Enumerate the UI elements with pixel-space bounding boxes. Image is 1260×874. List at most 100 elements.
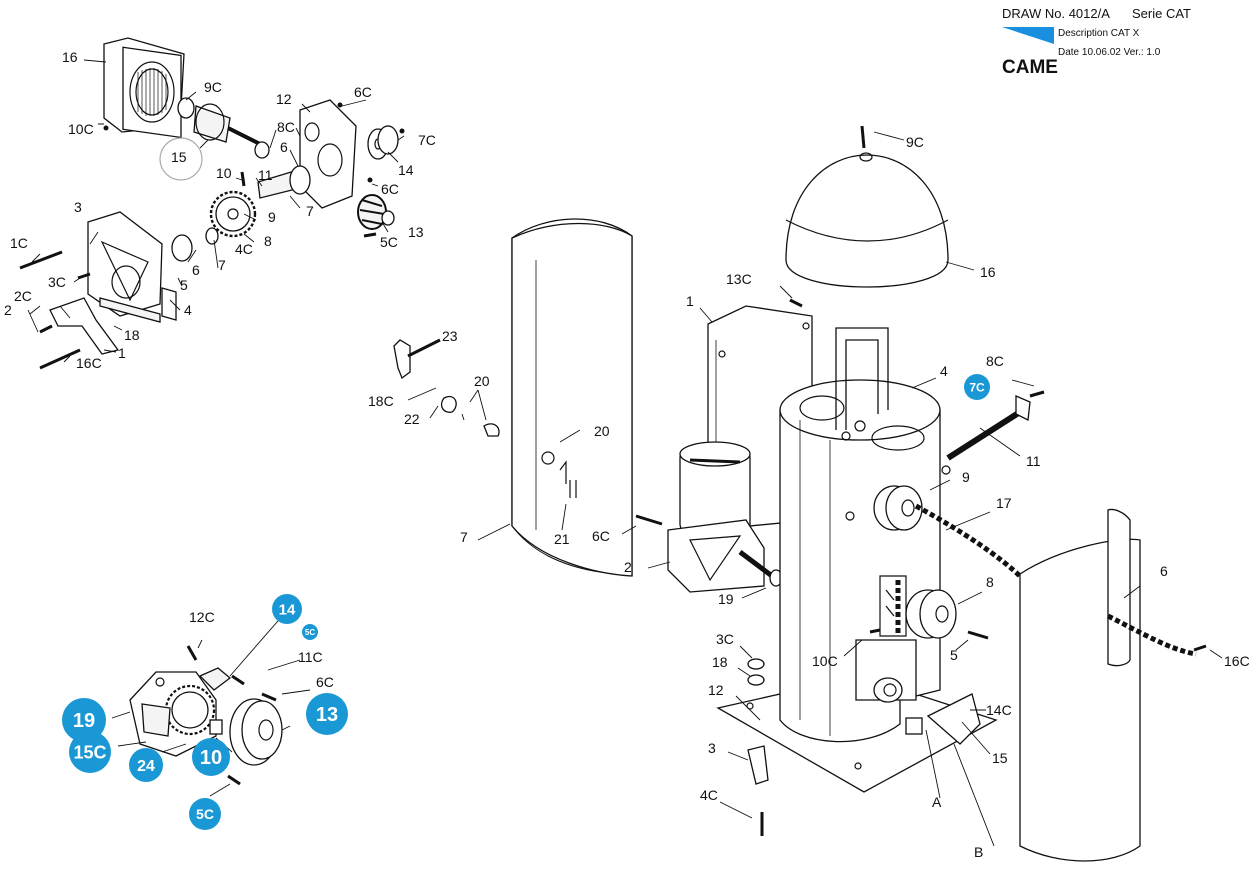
part-label-c-23: 23 [442,328,458,344]
part-label-r-9: 9 [962,469,970,485]
cover-shell [393,218,633,577]
release-mechanism-assembly [111,613,311,797]
hotspot-label[interactable]: 13 [316,704,338,726]
highlight-circle-15 [159,137,203,181]
drawing-header: DRAW No. 4012/A Serie CAT Description CA… [1002,6,1191,78]
part-label-m-14: 14 [398,162,414,178]
part-label-r-12: 12 [708,682,724,698]
part-label-m-6c-b: 6C [381,181,399,197]
ground-bracket [926,693,981,745]
hotspot-label[interactable]: 19 [73,710,95,732]
hotspot-circle-icon[interactable] [964,374,990,400]
part-label-r-3: 3 [708,740,716,756]
part-label-r-9c: 9C [906,134,924,150]
lock-cap [440,395,457,413]
description: Description CAT X [1058,28,1140,39]
gear-housing-front [299,99,357,209]
part-label-r-11: 11 [1026,453,1041,469]
part-label-m-13: 13 [408,224,424,240]
rod [946,409,1022,461]
part-label-m-9c: 9C [204,79,222,95]
part-label-r-4c: 4C [700,787,718,803]
rotor [193,105,231,143]
part-label-m-10c: 10C [68,121,94,137]
hotspot-label[interactable]: 24 [137,758,155,775]
hotspot-label[interactable]: 5C [305,628,315,637]
part-label-c-20a: 20 [474,373,490,389]
hotspot-14[interactable]: 14 [272,594,302,624]
part-label-r-8: 8 [986,574,994,590]
hotspot-circle-icon[interactable] [192,738,230,776]
part-label-m-18: 18 [124,327,140,343]
hotspot-circle-icon[interactable] [129,748,163,782]
part-label-m-8: 8 [264,233,272,249]
hotspot-5c-a[interactable]: 5C [302,624,318,640]
part-label-r-4: 4 [940,363,948,379]
hotspot-19[interactable]: 19 [62,698,106,742]
part-label-m-15: 15 [171,149,187,165]
hotspot-circle-icon[interactable] [62,698,106,742]
post-top-plate [779,379,941,441]
part-label-c-18c: 18C [368,393,394,409]
part-label-m-7a: 7 [306,203,314,219]
stator-ring [129,61,175,123]
gearbox-body [667,519,765,593]
header-flag-icon [1002,27,1054,44]
part-label-m-1: 1 [118,345,126,361]
part-label-r-6: 6 [1160,563,1168,579]
hotspot-circle-icon[interactable] [69,731,111,773]
part-label-r-16c: 16C [1224,653,1250,669]
part-label-p-19: 19 [718,591,734,607]
part-label-r-a: A [932,794,942,810]
part-label-r-18: 18 [712,654,728,670]
release-lever [198,667,232,691]
hotspot-circle-icon[interactable] [306,693,348,735]
hotspot-7c[interactable]: 7C [964,374,990,400]
hotspot-10[interactable]: 10 [192,738,230,776]
mounting-bracket [49,297,120,355]
shell-slot-tab [1107,508,1131,667]
hotspot-circle-icon[interactable] [302,624,318,640]
came-logo: CAME [1002,57,1058,78]
hotspot-24[interactable]: 24 [129,748,163,782]
part-label-m-7b: 7 [218,257,226,273]
hotspot-label[interactable]: 5C [196,806,214,822]
part-label-m-6c-a: 6C [354,84,372,100]
part-label-m-2c: 2C [14,288,32,304]
part-label-r-14c: 14C [986,702,1012,718]
part-label-m-11: 11 [258,167,273,183]
hotspot-label[interactable]: 7C [969,380,985,394]
part-label-r-10c: 10C [812,653,838,669]
part-label-b-6c: 6C [316,674,334,690]
hotspot-13[interactable]: 13 [306,693,348,735]
motor-flange [122,46,182,139]
part-label-p-6c: 6C [592,528,610,544]
release-key [393,339,411,380]
part-label-m-1c: 1C [10,235,28,251]
hotspot-label[interactable]: 14 [279,601,296,618]
hotspot-circle-icon[interactable] [189,798,221,830]
part-label-r-15: 15 [992,750,1008,766]
part-label-m-6: 6 [280,139,288,155]
part-label-r-3c: 3C [716,631,734,647]
part-label-m-16c: 16C [76,355,102,371]
part-label-m-5: 5 [180,277,188,293]
part-label-r-17: 17 [996,495,1012,511]
part-label-m-10: 10 [216,165,232,181]
hotspot-label[interactable]: 15C [73,742,106,762]
part-label-m-8c: 8C [277,119,295,135]
hotspot-circle-icon[interactable] [272,594,302,624]
part-label-c-21: 21 [554,531,570,547]
hotspot-5c-b[interactable]: 5C [189,798,221,830]
hotspot-label[interactable]: 10 [200,747,222,769]
part-label-m-3: 3 [74,199,82,215]
part-label-b-11c: 11C [298,649,323,665]
part-label-c-7: 7 [460,529,468,545]
hotspot-15c[interactable]: 15C [69,731,111,773]
part-label-c-22: 22 [404,411,420,427]
part-label-r-5: 5 [950,647,958,663]
part-label-m-7c: 7C [418,132,436,148]
part-label-r-16: 16 [980,264,996,280]
